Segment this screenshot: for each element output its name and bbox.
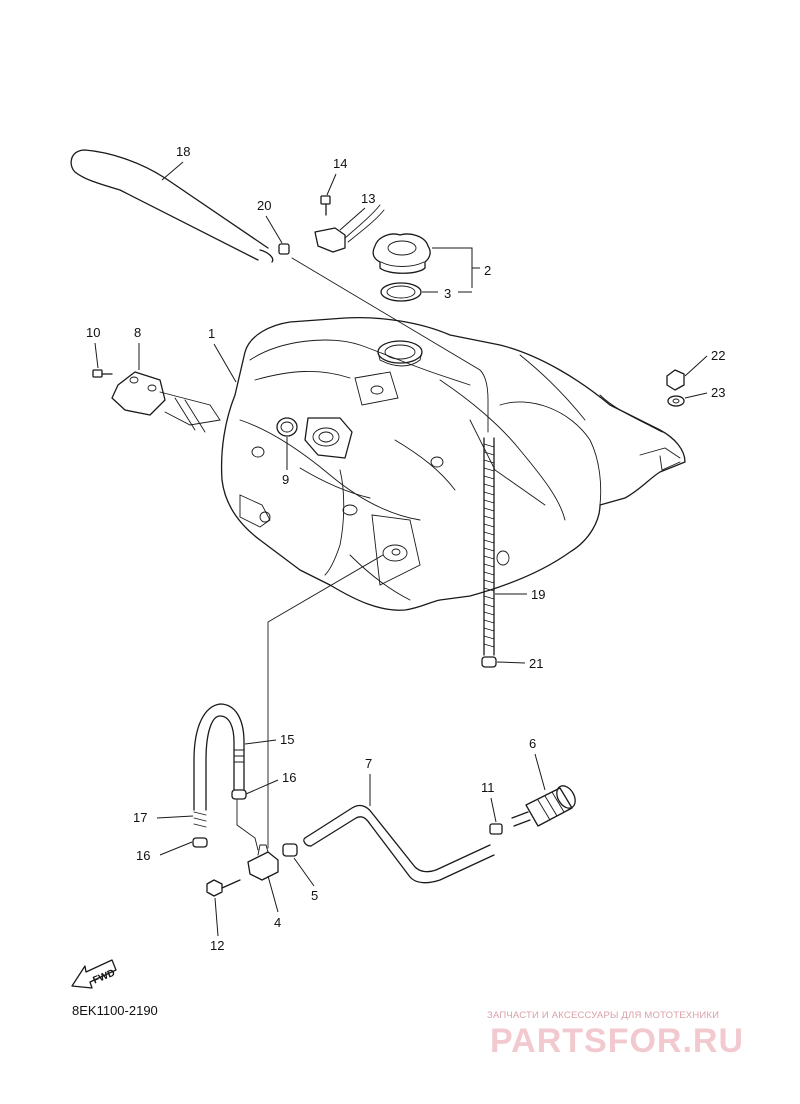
callout-5: 5 — [311, 888, 318, 903]
callout-12: 12 — [210, 938, 224, 953]
fuel-cap — [372, 233, 431, 274]
callout-17: 17 — [133, 810, 147, 825]
clip-16-upper — [231, 789, 247, 800]
callout-15: 15 — [280, 732, 294, 747]
callout-7: 7 — [365, 756, 372, 771]
bolt-14 — [320, 195, 331, 216]
washer-23 — [667, 395, 685, 407]
watermark-brand: PARTSFOR.RU — [490, 1022, 745, 1060]
callout-4: 4 — [274, 915, 281, 930]
callout-11: 11 — [481, 780, 495, 795]
drawing-code: 8EK1100-2190 — [72, 1003, 158, 1018]
callout-10: 10 — [86, 325, 100, 340]
fuel-cock-4 — [247, 844, 279, 881]
nut-22 — [666, 369, 685, 391]
bolt-12 — [206, 879, 241, 897]
clip-11 — [489, 823, 503, 835]
callout-6: 6 — [529, 736, 536, 751]
fuel-filter-6 — [511, 785, 576, 827]
callout-20: 20 — [257, 198, 271, 213]
callout-14: 14 — [333, 156, 347, 171]
callout-3: 3 — [444, 286, 451, 301]
callout-19: 19 — [531, 587, 545, 602]
vent-line — [291, 257, 489, 433]
callout-13: 13 — [361, 191, 375, 206]
callout-9: 9 — [282, 472, 289, 487]
fuel-hose-15 — [193, 703, 245, 828]
breather-hose — [70, 149, 274, 263]
fuel-hose-7 — [303, 804, 495, 884]
callout-8: 8 — [134, 325, 141, 340]
callouts: 1 2 3 4 5 6 7 8 9 10 11 12 13 14 15 16 1 — [86, 144, 725, 953]
callout-21: 21 — [529, 656, 543, 671]
assembly-line-petcock — [267, 554, 384, 849]
callout-18: 18 — [176, 144, 190, 159]
drain-hose-19 — [481, 437, 497, 668]
fwd-arrow: FWD — [71, 959, 117, 989]
fwd-label: FWD — [91, 968, 116, 987]
gasket-9 — [276, 417, 298, 437]
cap-gasket — [380, 282, 422, 302]
hose-clip-20 — [278, 243, 290, 255]
callout-22: 22 — [711, 348, 725, 363]
callout-1: 1 — [208, 326, 215, 341]
bracket-13 — [314, 204, 385, 253]
callout-16-upper: 16 — [282, 770, 296, 785]
callout-23: 23 — [711, 385, 725, 400]
fuel-sender-8 — [111, 371, 221, 433]
clip-16-lower — [192, 837, 208, 848]
collar-5 — [282, 843, 298, 857]
callout-2: 2 — [484, 263, 491, 278]
fuel-tank — [220, 317, 686, 611]
bolt-10 — [92, 369, 113, 378]
assembly-line-hose — [236, 799, 259, 851]
callout-16-lower: 16 — [136, 848, 150, 863]
watermark-subtitle: ЗАПЧАСТИ И АКСЕССУАРЫ ДЛЯ МОТОТЕХНИКИ — [487, 1010, 720, 1021]
